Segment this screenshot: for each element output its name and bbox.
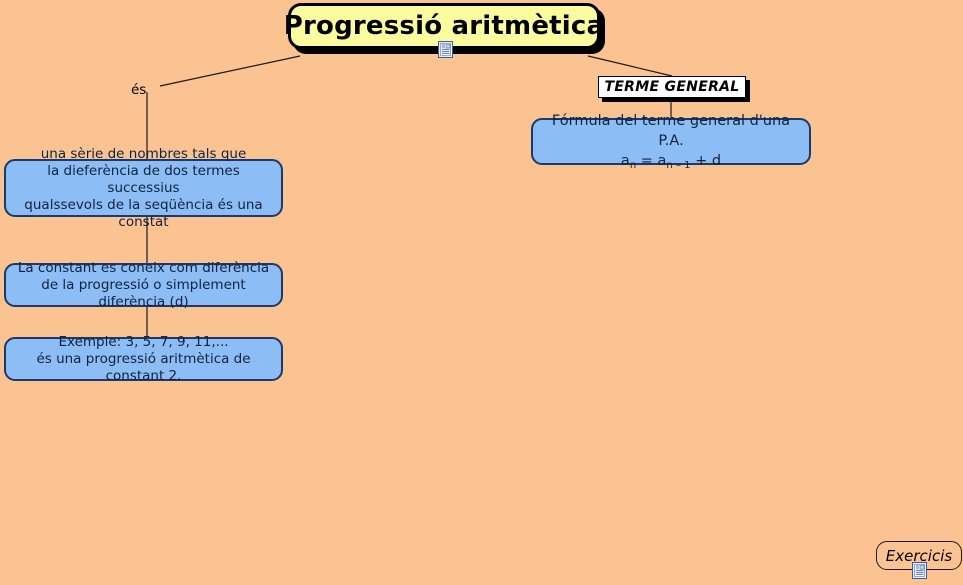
node-terme-general[interactable]: TERME GENERAL bbox=[598, 76, 746, 98]
exercicis-label: Exercicis bbox=[885, 546, 953, 565]
constant-text: La constant es coneix com diferència de … bbox=[17, 259, 270, 310]
exemple-box[interactable]: Exemple: 3, 5, 7, 9, 11,... és una progr… bbox=[4, 334, 283, 384]
node-serie[interactable]: una sèrie de nombres tals que la dieferè… bbox=[4, 146, 283, 230]
document-icon[interactable] bbox=[438, 41, 453, 58]
node-exemple[interactable]: Exemple: 3, 5, 7, 9, 11,... és una progr… bbox=[4, 334, 283, 384]
node-title[interactable]: Progressió aritmètica bbox=[284, 3, 604, 49]
link-label-es[interactable]: és bbox=[131, 82, 147, 98]
formula-box[interactable]: Fórmula del terme general d'una P.A. an … bbox=[531, 113, 811, 171]
page-title: Progressió aritmètica bbox=[283, 11, 605, 41]
connector-title-to-terme bbox=[587, 55, 673, 77]
formula-line-2: an = an – 1 + d bbox=[620, 152, 722, 171]
node-formula[interactable]: Fórmula del terme general d'una P.A. an … bbox=[531, 113, 811, 171]
terme-general-box[interactable]: TERME GENERAL bbox=[598, 76, 746, 98]
formula-text: Fórmula del terme general d'una P.A. an … bbox=[533, 91, 809, 193]
constant-box[interactable]: La constant es coneix com diferència de … bbox=[4, 260, 283, 310]
serie-box[interactable]: una sèrie de nombres tals que la dieferè… bbox=[4, 146, 283, 230]
formula-line-1: Fórmula del terme general d'una P.A. bbox=[551, 112, 791, 149]
exemple-text: Exemple: 3, 5, 7, 9, 11,... és una progr… bbox=[36, 333, 251, 384]
connector-title-to-es bbox=[159, 55, 301, 87]
terme-general-label: TERME GENERAL bbox=[604, 79, 740, 95]
title-box[interactable]: Progressió aritmètica bbox=[284, 3, 604, 49]
serie-text: una sèrie de nombres tals que la dieferè… bbox=[24, 145, 263, 230]
document-icon[interactable] bbox=[912, 562, 927, 579]
node-constant[interactable]: La constant es coneix com diferència de … bbox=[4, 260, 283, 310]
